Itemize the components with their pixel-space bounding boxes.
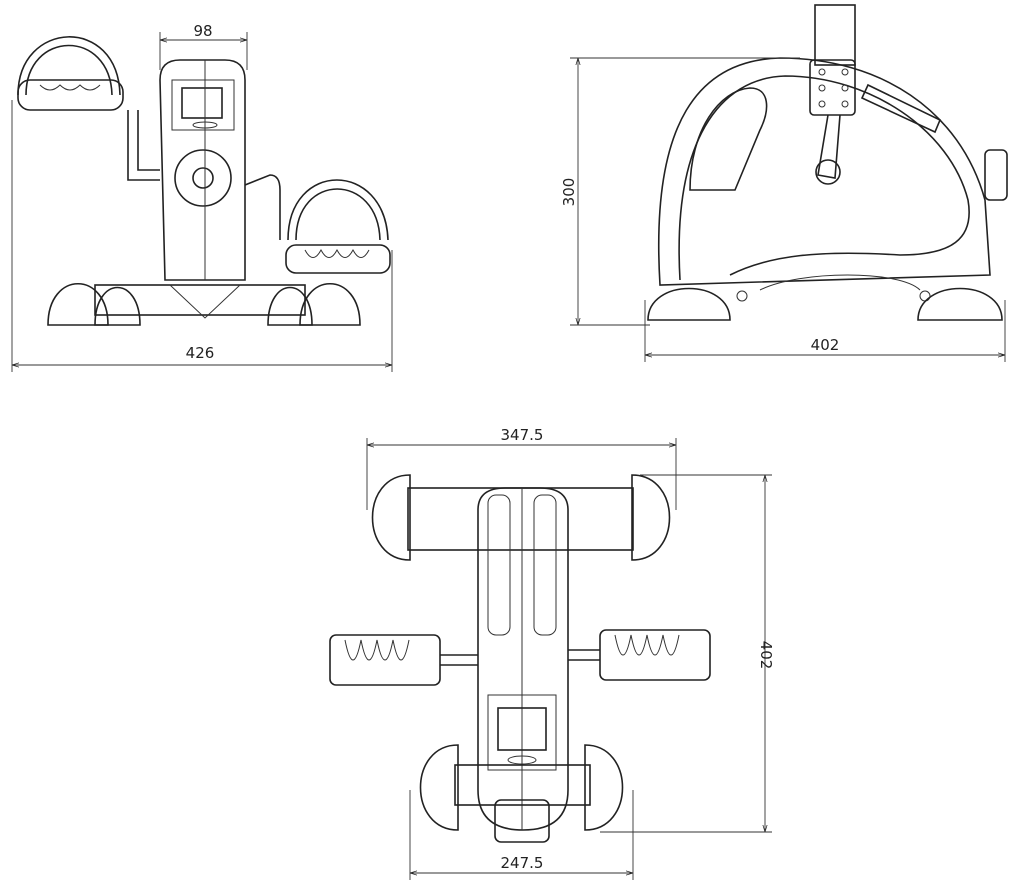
top-width-top-label: 347.5 xyxy=(501,426,544,444)
top-width-bottom-label: 247.5 xyxy=(501,854,544,872)
top-view: 347.5 402 247.5 xyxy=(329,426,775,880)
front-width-top-label: 98 xyxy=(193,22,212,40)
side-length-label: 402 xyxy=(811,336,840,354)
side-view: 300 402 xyxy=(560,4,1008,362)
front-view: 98 426 xyxy=(11,22,393,372)
front-width-bottom-label: 426 xyxy=(186,344,215,362)
side-height-label: 300 xyxy=(560,178,578,207)
top-length-label: 402 xyxy=(757,641,775,670)
